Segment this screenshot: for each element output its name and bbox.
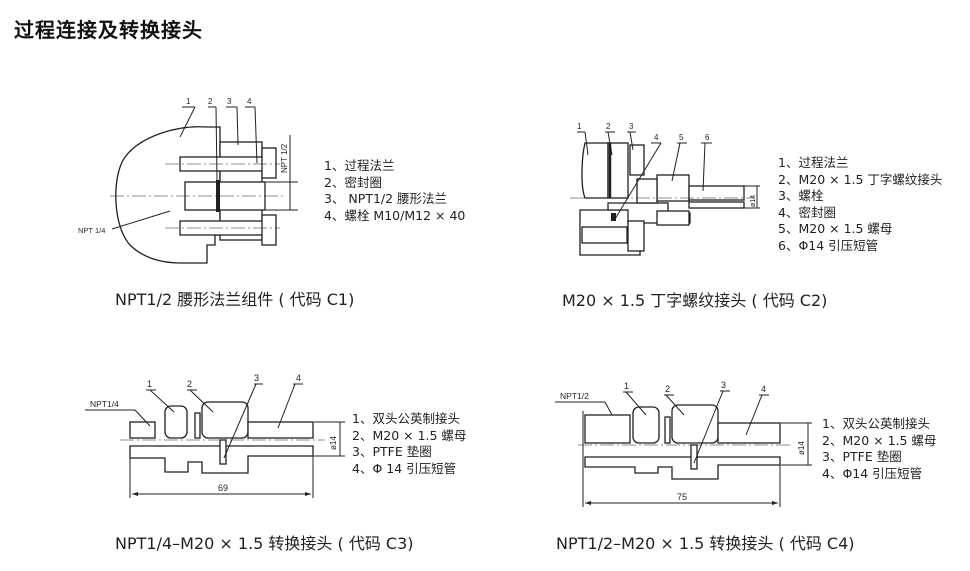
npt-quarter-label: NPT 1/4 — [78, 226, 105, 235]
callout-2: 2 — [208, 97, 213, 106]
legend-item: 4、螺栓 M10/M12 × 40 — [324, 207, 466, 223]
legend-item: 2、密封圈 — [324, 174, 382, 190]
legend-item: 1、双头公英制接头 — [352, 411, 460, 426]
legend-item: 5、M20 × 1.5 螺母 — [778, 221, 893, 236]
legend-item: 1、双头公英制接头 — [822, 416, 930, 431]
callout-6: 6 — [705, 133, 710, 142]
legend-c3: 1、双头公英制接头 2、M20 × 1.5 螺母 3、PTFE 垫圈 4、Φ 1… — [352, 411, 466, 477]
legend-item: 2、M20 × 1.5 丁字螺纹接头 — [778, 171, 943, 187]
legend-item: 3、PTFE 垫圈 — [352, 444, 432, 459]
bolt-head-top — [261, 147, 277, 179]
length-label: 69 — [218, 483, 228, 493]
seal-ring — [216, 180, 220, 212]
legend-item: 4、Φ14 引压短管 — [822, 465, 923, 481]
length-label: 75 — [677, 492, 687, 502]
bolt-head-bottom — [261, 214, 277, 246]
page-title: 过程连接及转换接头 — [14, 18, 203, 42]
callout-leaders — [179, 106, 258, 181]
legend-c4: 1、双头公英制接头 2、M20 × 1.5 螺母 3、PTFE 垫圈 4、Φ14… — [822, 416, 936, 482]
callout-1: 1 — [147, 379, 152, 389]
drawing-c3-converter: ø14 69 NPT1/4 1 2 3 4 — [85, 373, 345, 498]
callout-4: 4 — [247, 97, 252, 106]
callout-1: 1 — [624, 381, 629, 391]
callout-4: 4 — [654, 133, 659, 142]
callout-3: 3 — [254, 373, 259, 383]
callout-2: 2 — [665, 384, 670, 394]
caption-c3: NPT1/4–M20 × 1.5 转换接头 ( 代码 C3) — [115, 534, 414, 553]
nut — [671, 404, 719, 444]
diameter-label: ø14 — [750, 195, 757, 207]
legend-item: 4、Φ 14 引压短管 — [352, 460, 457, 476]
npt-half-label: NPT 1/2 — [280, 143, 289, 173]
diameter-label: ø14 — [329, 436, 338, 450]
callout-3: 3 — [721, 380, 726, 390]
diameter-label: ø14 — [797, 441, 806, 455]
callout-1: 1 — [577, 122, 582, 131]
legend-item: 3、PTFE 垫圈 — [822, 449, 902, 464]
nut — [656, 174, 690, 202]
pipe — [247, 421, 314, 439]
callout-leaders — [146, 383, 303, 459]
legend-item: 2、M20 × 1.5 螺母 — [822, 432, 937, 448]
callout-4: 4 — [296, 373, 301, 383]
thread-label: NPT1/2 — [560, 391, 589, 401]
legend-item: 3、螺栓 — [778, 188, 824, 203]
bolt — [629, 144, 645, 176]
legend-item: 1、过程法兰 — [324, 158, 395, 173]
thread-label: NPT1/4 — [90, 399, 119, 409]
legend-c2: 1、过程法兰 2、M20 × 1.5 丁字螺纹接头 3、螺栓 4、密封圈 5、M… — [778, 155, 942, 254]
callout-leaders — [577, 131, 712, 220]
caption-c4: NPT1/2–M20 × 1.5 转换接头 ( 代码 C4) — [556, 534, 855, 553]
callout-4: 4 — [761, 384, 766, 394]
legend-item: 2、M20 × 1.5 螺母 — [352, 427, 467, 443]
legend-item: 1、过程法兰 — [778, 155, 849, 170]
callout-leaders — [623, 390, 769, 464]
callout-3: 3 — [629, 122, 634, 131]
legend-item: 6、Φ14 引压短管 — [778, 237, 879, 253]
callout-5: 5 — [679, 133, 684, 142]
legend-c1: 1、过程法兰 2、密封圈 3、 NPT1/2 腰形法兰 4、螺栓 M10/M12… — [324, 158, 465, 224]
drawing-c4-converter: ø14 75 NPT1/2 1 2 3 4 — [555, 380, 812, 507]
callout-1: 1 — [186, 97, 191, 106]
legend-item: 4、密封圈 — [778, 204, 836, 220]
drawing-c2-t-thread-connector: ø14 1 2 3 4 5 6 — [570, 122, 760, 256]
callout-3: 3 — [227, 97, 232, 106]
legend-item: 3、 NPT1/2 腰形法兰 — [324, 191, 448, 206]
pipe — [717, 422, 781, 444]
caption-c1: NPT1/2 腰形法兰组件 ( 代码 C1) — [115, 290, 355, 309]
seal-ring — [611, 213, 616, 221]
callout-2: 2 — [606, 122, 611, 131]
drawing-c1-flange-assembly: NPT 1/2 NPT 1/4 1 2 3 4 — [78, 97, 298, 264]
caption-c2: M20 × 1.5 丁字螺纹接头 ( 代码 C2) — [562, 291, 828, 310]
callout-2: 2 — [187, 379, 192, 389]
ptfe-washer — [219, 439, 227, 465]
